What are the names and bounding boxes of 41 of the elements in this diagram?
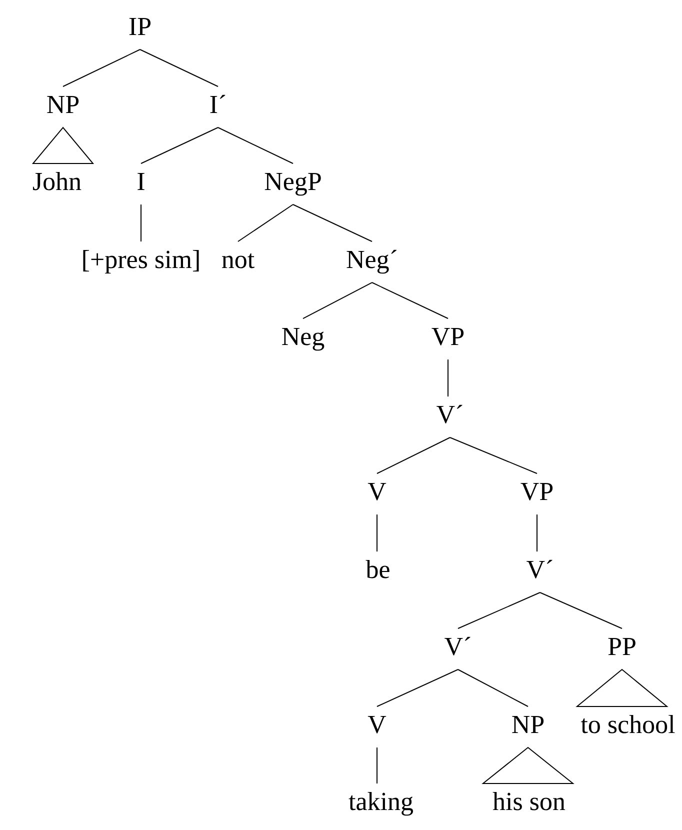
tree-label: to school — [580, 714, 675, 734]
tree-label: Neg´ — [346, 250, 396, 274]
branch-line — [372, 282, 448, 319]
tree-label: be — [366, 560, 390, 578]
tree-label: NegP — [264, 172, 321, 196]
tree-label: his son — [492, 792, 566, 810]
branch-line — [140, 204, 142, 242]
tree-label: V´ — [526, 560, 552, 578]
tree-label: NP — [512, 716, 544, 733]
tree-label: I — [138, 172, 144, 190]
branch-line — [450, 437, 538, 474]
branch-line — [238, 204, 294, 242]
branch-line — [292, 204, 372, 242]
tree-label: PP — [608, 638, 636, 655]
tree-label: VP — [432, 328, 464, 346]
branch-line — [140, 127, 218, 164]
branch-line — [376, 437, 450, 474]
branch-line — [376, 747, 378, 784]
tree-label: Neg — [282, 328, 324, 351]
branch-line — [458, 669, 528, 707]
tree-label: not — [222, 253, 254, 268]
tree-label: V — [368, 482, 386, 500]
branch-line — [458, 592, 540, 629]
tree-label: [+pres sim] — [83, 250, 199, 274]
tree-label: V — [368, 716, 386, 734]
branch-line — [376, 514, 378, 552]
tree-label: VP — [520, 482, 553, 500]
tree-label: IP — [129, 18, 151, 35]
branch-line — [218, 127, 294, 164]
branch-line — [376, 669, 458, 707]
tree-label: V´ — [444, 636, 470, 656]
branch-line — [540, 592, 622, 629]
branch-line — [536, 514, 538, 552]
tree-label: John — [33, 172, 82, 190]
tree-label: NP — [47, 96, 79, 113]
branch-line — [140, 49, 218, 87]
branch-line — [62, 49, 140, 87]
branch-line — [302, 282, 372, 319]
tree-label: I´ — [210, 94, 226, 113]
tree-label: taking — [348, 792, 413, 816]
tree-label: V´ — [436, 404, 462, 424]
